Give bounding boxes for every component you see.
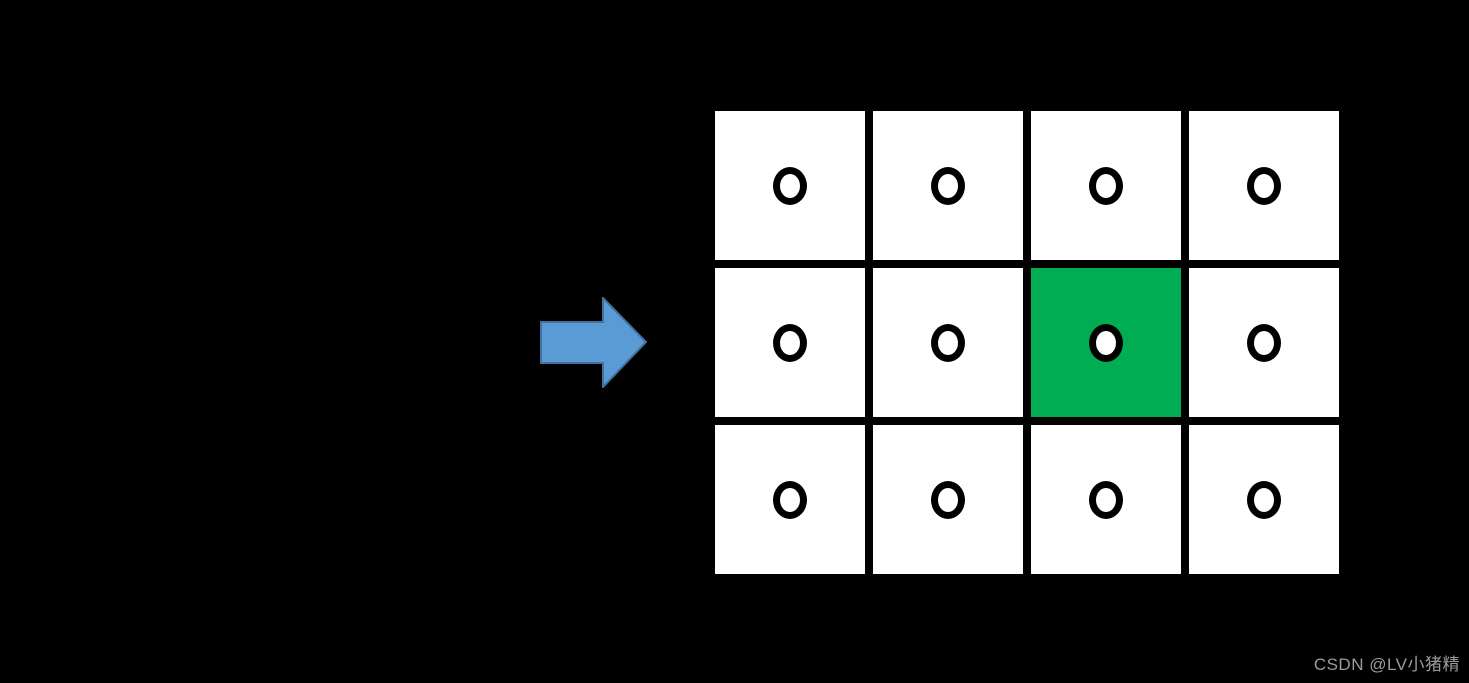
circle-ring-marker [1089,166,1123,205]
grid-cell [873,425,1023,574]
grid-cell [1189,268,1339,417]
watermark-text: CSDN @LV小猪精 [1313,655,1460,674]
circle-ring-marker [1247,480,1281,519]
circle-ring-marker [773,323,807,362]
grid-cell [873,268,1023,417]
circle-ring-marker [773,166,807,205]
circle-ring-marker [1089,323,1123,362]
grid-cell [1189,111,1339,260]
circle-ring-marker [931,480,965,519]
grid-cell [715,268,865,417]
grid-cell [1189,425,1339,574]
circle-ring-marker [1247,166,1281,205]
grid-cell [715,425,865,574]
right-arrow-icon [540,295,648,390]
circle-ring-marker [931,323,965,362]
circle-ring-marker [773,480,807,519]
circle-ring-marker [1247,323,1281,362]
grid-cell [1031,425,1181,574]
right-arrow-shape [540,295,648,390]
grid-cell-highlighted [1031,268,1181,417]
pixel-grid [715,111,1339,574]
circle-ring-marker [931,166,965,205]
grid-cell [715,111,865,260]
circle-ring-marker [1089,480,1123,519]
grid-cell [873,111,1023,260]
grid-cell [1031,111,1181,260]
